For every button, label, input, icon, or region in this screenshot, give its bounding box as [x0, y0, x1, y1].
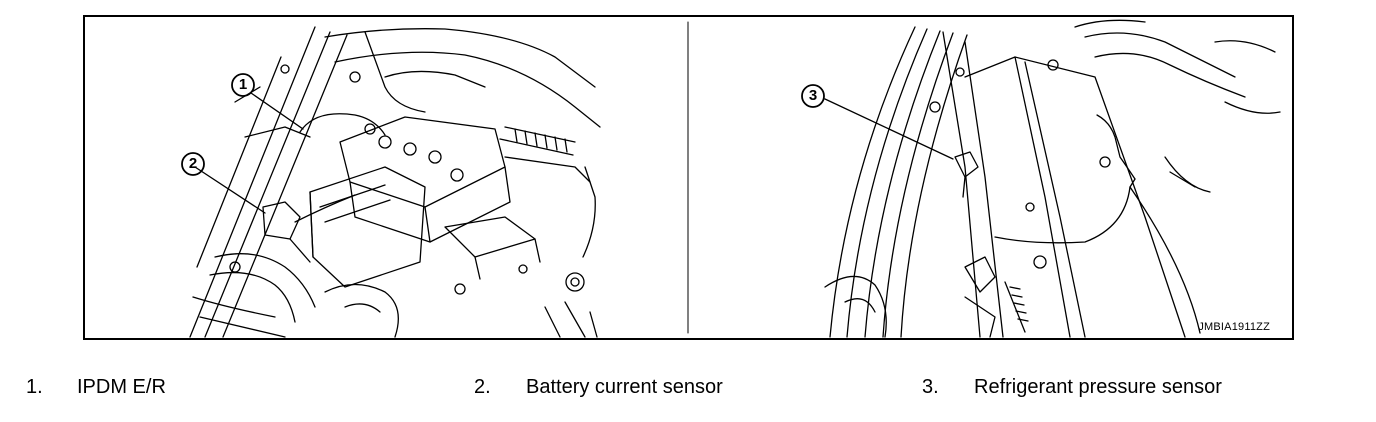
callout-leader-lines	[194, 92, 954, 214]
legend-number-1: 1.	[26, 376, 43, 398]
legend-number-3: 3.	[922, 376, 939, 398]
callout-2: 2	[188, 155, 198, 172]
callout-1: 1	[238, 76, 248, 93]
legend-label-3: Refrigerant pressure sensor	[974, 376, 1222, 398]
engine-bay-illustration	[189, 19, 1281, 338]
legend-label-1: IPDM E/R	[77, 376, 166, 398]
right-panel-illustration	[824, 19, 1281, 338]
legend-number-2: 2.	[474, 376, 491, 398]
legend-label-2: Battery current sensor	[526, 376, 723, 398]
callout-3: 3	[808, 87, 818, 104]
figure-id: JMBIA1911ZZ	[1198, 321, 1270, 333]
diagram-figure: 1 2 3 JMBIA1911ZZ	[83, 15, 1294, 340]
